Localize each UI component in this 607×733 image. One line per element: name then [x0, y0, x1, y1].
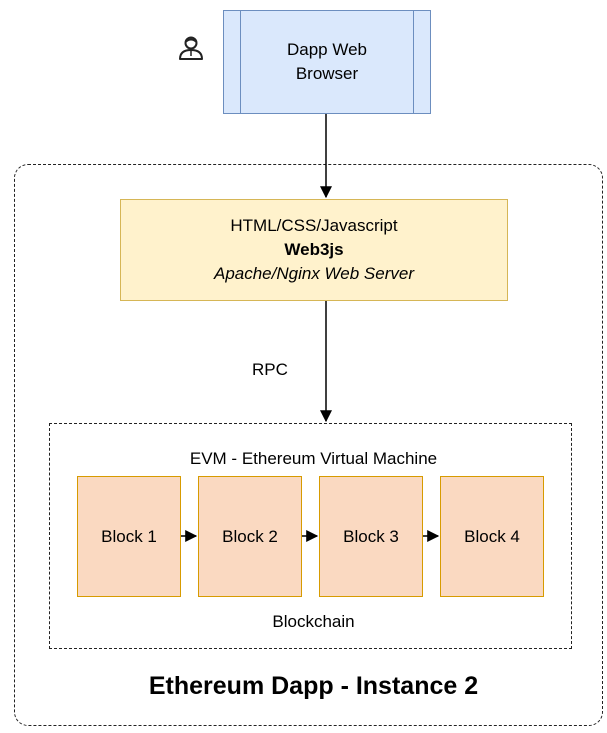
web-server-box: HTML/CSS/Javascript Web3js Apache/Nginx … — [120, 199, 508, 301]
browser-box: Dapp Web Browser — [223, 10, 431, 114]
evm-label: EVM - Ethereum Virtual Machine — [189, 449, 438, 468]
block-4: Block 4 — [440, 476, 544, 597]
user-icon — [179, 36, 203, 60]
blockchain-label-row: Blockchain — [0, 612, 607, 632]
evm-container — [49, 423, 572, 649]
evm-label-row: EVM - Ethereum Virtual Machine — [0, 449, 607, 469]
browser-inner: Dapp Web Browser — [240, 11, 414, 113]
blockchain-label: Blockchain — [272, 612, 355, 631]
block-2: Block 2 — [198, 476, 302, 597]
rpc-label: RPC — [252, 360, 288, 379]
browser-label: Dapp Web Browser — [286, 40, 367, 83]
server-web3-label: Web3js — [284, 240, 344, 259]
instance-title-row: Ethereum Dapp - Instance 2 — [0, 672, 607, 701]
server-tech-label: HTML/CSS/Javascript — [230, 216, 398, 235]
server-host-label: Apache/Nginx Web Server — [213, 264, 414, 283]
instance-container — [14, 164, 603, 726]
block-1: Block 1 — [77, 476, 181, 597]
instance-title: Ethereum Dapp - Instance 2 — [148, 672, 479, 700]
block-3: Block 3 — [319, 476, 423, 597]
